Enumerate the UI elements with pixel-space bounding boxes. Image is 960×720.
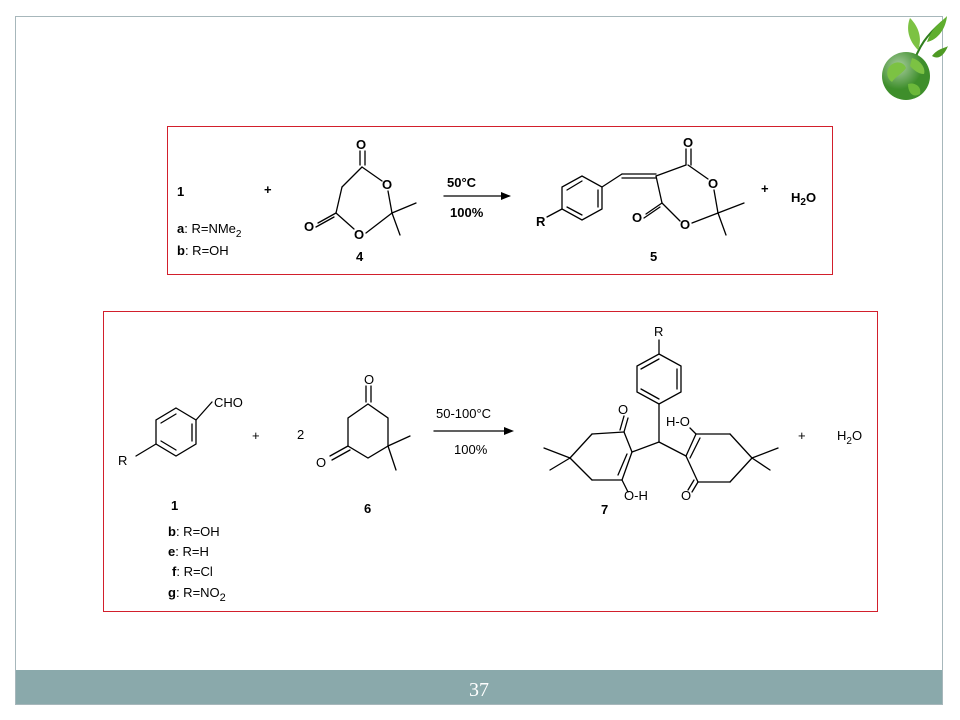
svg-text:H-O: H-O <box>666 414 690 429</box>
plus-sign-2: + <box>761 181 769 196</box>
svg-text:O: O <box>680 217 690 232</box>
compound-5-label: 5 <box>650 249 657 264</box>
svg-text:O: O <box>681 488 691 503</box>
variant-g-label: g: R=NO2 <box>168 585 226 604</box>
reaction-arrow-1-head <box>501 192 511 200</box>
conditions-yield: 100% <box>454 442 488 457</box>
compound-4-label: 4 <box>356 249 364 264</box>
scheme-1-drawing: 1 a: R=NMe2 b: R=OH + O O O O 4 50°C <box>177 135 816 264</box>
meldrums-acid-structure: O O O O <box>304 137 417 242</box>
variant-b-label: b: R=OH <box>177 243 229 258</box>
svg-text:O: O <box>316 455 326 470</box>
variant-e-label: e: R=H <box>168 544 209 559</box>
reaction-arrow-2-head <box>504 427 514 435</box>
variant-b-label: b: R=OH <box>168 524 220 539</box>
conditions-temperature: 50-100°C <box>436 406 491 421</box>
stoichiometric-coefficient: 2 <box>297 427 304 442</box>
water-formula-2: H2O <box>837 428 862 447</box>
benzaldehyde-structure: CHO R <box>118 395 243 468</box>
svg-text:O: O <box>304 219 314 234</box>
page-number: 37 <box>469 679 489 701</box>
svg-text:O: O <box>632 210 642 225</box>
variant-f-label: f: R=Cl <box>172 564 213 579</box>
footer-bar: 37 <box>16 670 942 704</box>
product-5-structure: R O O O O <box>536 135 745 236</box>
svg-text:O: O <box>364 372 374 387</box>
compound-1-label: 1 <box>177 184 184 199</box>
scheme-2-drawing: CHO R 1 b: R=OH e: R=H f: R=Cl g: R=NO2 … <box>118 324 862 604</box>
svg-text:O: O <box>683 135 693 150</box>
compound-1-label: 1 <box>171 498 178 513</box>
plus-sign-1: + <box>264 182 272 197</box>
svg-text:R: R <box>654 324 663 339</box>
svg-text:O-H: O-H <box>624 488 648 503</box>
dimedone-structure: O O <box>316 372 411 471</box>
svg-text:R: R <box>118 453 127 468</box>
conditions-temperature: 50°C <box>447 175 477 190</box>
plus-sign-2: + <box>798 428 806 443</box>
svg-text:O: O <box>382 177 392 192</box>
svg-text:O: O <box>356 137 366 152</box>
product-7-structure: R O O-H <box>543 324 779 503</box>
reaction-scheme-2: CHO R 1 b: R=OH e: R=H f: R=Cl g: R=NO2 … <box>103 311 878 612</box>
conditions-yield: 100% <box>450 205 484 220</box>
svg-text:R: R <box>536 214 546 229</box>
svg-text:O: O <box>618 402 628 417</box>
globe-sprout-icon <box>882 16 948 100</box>
svg-text:O: O <box>708 176 718 191</box>
compound-6-label: 6 <box>364 501 371 516</box>
variant-a-label: a: R=NMe2 <box>177 221 242 240</box>
water-formula-1: H2O <box>791 190 816 208</box>
compound-7-label: 7 <box>601 502 608 517</box>
reaction-scheme-1: 1 a: R=NMe2 b: R=OH + O O O O 4 50°C <box>167 126 833 275</box>
plus-sign-1: + <box>252 428 260 443</box>
svg-text:CHO: CHO <box>214 395 243 410</box>
svg-text:O: O <box>354 227 364 242</box>
